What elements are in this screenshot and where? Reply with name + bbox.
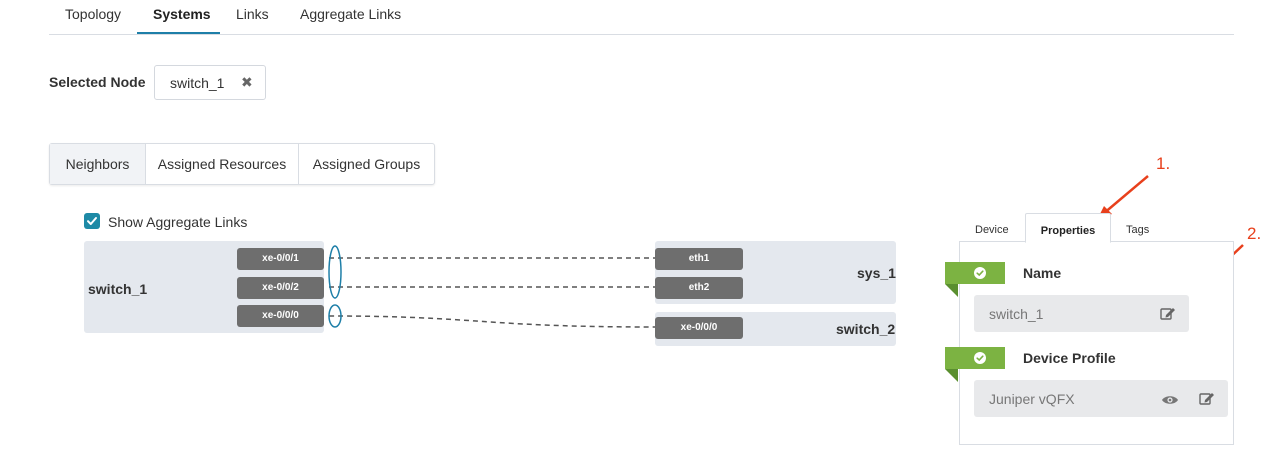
field-title-name: Name — [1023, 265, 1062, 281]
tab-links[interactable]: Links — [236, 6, 269, 22]
local-node-name: switch_1 — [88, 281, 148, 297]
remote-node-name: switch_2 — [836, 321, 896, 337]
neighbors-tab-bar: Neighbors Assigned Resources Assigned Gr… — [49, 143, 435, 185]
aggregate-link-marker[interactable] — [328, 245, 342, 299]
field-title-device-profile: Device Profile — [1023, 350, 1116, 366]
selected-node-field[interactable]: switch_1 ✖ — [154, 65, 266, 100]
selected-node-label: Selected Node — [49, 74, 146, 90]
status-flag — [945, 347, 1005, 369]
tab-topology[interactable]: Topology — [65, 6, 122, 22]
port-xe-0-0-1[interactable]: xe-0/0/1 — [237, 248, 324, 270]
tab-assigned-groups[interactable]: Assigned Groups — [312, 156, 421, 172]
device-profile-field[interactable]: Juniper vQFX — [974, 380, 1228, 417]
show-aggregate-links-checkbox[interactable] — [84, 213, 100, 229]
active-tab-indicator — [137, 32, 220, 34]
link-line — [328, 315, 656, 328]
annotation-label: 1. — [1156, 154, 1171, 173]
device-profile-value: Juniper vQFX — [989, 391, 1075, 407]
tab-assigned-resources[interactable]: Assigned Resources — [146, 144, 299, 184]
port-eth2[interactable]: eth2 — [655, 277, 743, 299]
tab-neighbors[interactable]: Neighbors — [50, 144, 146, 184]
tab-device[interactable]: Device — [975, 224, 1009, 236]
annotation-arrow — [1102, 175, 1149, 215]
port-eth1[interactable]: eth1 — [655, 248, 743, 270]
port-xe-0-0-0-remote[interactable]: xe-0/0/0 — [655, 317, 743, 339]
aggregate-link-marker[interactable] — [328, 304, 342, 328]
checkmark-icon — [87, 217, 97, 225]
tab-aggregate-links[interactable]: Aggregate Links — [300, 6, 402, 22]
edit-icon[interactable] — [1160, 306, 1176, 326]
port-xe-0-0-0[interactable]: xe-0/0/0 — [237, 305, 324, 327]
top-tab-bar: Topology Systems Links Aggregate Links — [49, 0, 1234, 35]
selected-node-value: switch_1 — [170, 75, 225, 91]
tab-properties-label: Properties — [1040, 225, 1096, 237]
tab-tags[interactable]: Tags — [1126, 224, 1150, 236]
annotation-label: 2. — [1247, 224, 1262, 243]
check-circle-icon — [974, 267, 986, 279]
port-xe-0-0-2[interactable]: xe-0/0/2 — [237, 277, 324, 299]
check-circle-icon — [974, 352, 986, 364]
flag-fold — [945, 369, 958, 382]
show-aggregate-links-label: Show Aggregate Links — [108, 214, 248, 230]
flag-fold — [945, 284, 958, 297]
remote-node-name: sys_1 — [857, 265, 896, 281]
tab-systems[interactable]: Systems — [153, 6, 211, 22]
name-field[interactable]: switch_1 — [974, 295, 1189, 332]
clear-selection-icon[interactable]: ✖ — [241, 74, 253, 90]
name-field-value: switch_1 — [989, 306, 1044, 322]
eye-icon[interactable] — [1161, 393, 1179, 411]
tab-properties[interactable]: Properties — [1025, 213, 1111, 243]
status-flag — [945, 262, 1005, 284]
edit-icon[interactable] — [1199, 391, 1215, 411]
